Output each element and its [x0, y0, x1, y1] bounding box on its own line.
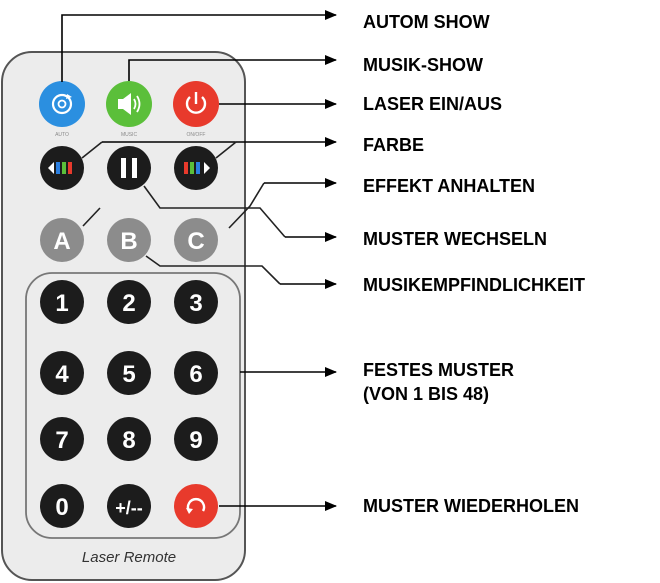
key-1-label: 1	[55, 290, 68, 317]
callout-line-musik-show	[128, 55, 337, 81]
label-autom-show: AUTOM SHOW	[363, 12, 490, 32]
callout-line-muster-a	[82, 207, 101, 227]
key-1[interactable]: 1	[40, 280, 84, 324]
color-prev-button[interactable]	[40, 146, 84, 190]
label-muster-wechseln: MUSTER WECHSELN	[363, 229, 547, 249]
onoff-small-label: ON/OFF	[187, 132, 206, 138]
key-6-label: 6	[189, 361, 202, 388]
button-c[interactable]: C	[174, 218, 218, 262]
key-2[interactable]: 2	[107, 280, 151, 324]
key-0[interactable]: 0	[40, 484, 84, 528]
pause-icon	[121, 158, 137, 178]
repeat-button[interactable]	[174, 484, 218, 528]
key-5-label: 5	[122, 361, 135, 388]
key-7[interactable]: 7	[40, 417, 84, 461]
music-small-label: MUSIC	[121, 132, 138, 138]
music-button[interactable]: MUSIC	[106, 81, 152, 138]
key-8[interactable]: 8	[107, 417, 151, 461]
label-musikempfindlichkeit: MUSIKEMPFINDLICHKEIT	[363, 275, 585, 295]
pause-button[interactable]	[107, 146, 151, 190]
button-b[interactable]: B	[107, 218, 151, 262]
label-festes-muster-line2: (VON 1 BIS 48)	[363, 384, 489, 404]
label-farbe: FARBE	[363, 135, 424, 155]
color-next-button[interactable]	[174, 146, 218, 190]
callout-line-effekt-start	[228, 182, 265, 229]
key-4-label: 4	[55, 361, 69, 388]
callout-line-farbe-left	[81, 141, 103, 159]
keypad-frame	[25, 272, 241, 539]
label-festes-muster-line1: FESTES MUSTER	[363, 360, 514, 380]
auto-cycle-icon	[51, 93, 73, 115]
button-c-label: C	[187, 228, 204, 255]
callout-line-muster-start	[143, 185, 286, 238]
label-effekt-anhalten: EFFEKT ANHALTEN	[363, 176, 535, 196]
key-5[interactable]: 5	[107, 351, 151, 395]
onoff-button[interactable]: ON/OFF	[173, 81, 219, 138]
button-b-label: B	[120, 228, 137, 255]
color-bars-right-icon	[184, 162, 210, 174]
key-6[interactable]: 6	[174, 351, 218, 395]
button-a-label: A	[53, 228, 70, 255]
key-3[interactable]: 3	[174, 280, 218, 324]
key-3-label: 3	[189, 290, 202, 317]
key-7-label: 7	[55, 427, 68, 454]
callout-line-musikempf-start	[145, 255, 281, 285]
callout-line-farbe-right	[215, 141, 237, 159]
key-8-label: 8	[122, 427, 135, 454]
key-plus-minus-label: +/--	[115, 498, 143, 518]
key-plus-minus[interactable]: +/--	[107, 484, 151, 528]
auto-small-label: AUTO	[55, 132, 69, 138]
brand-label: Laser Remote	[82, 549, 176, 566]
key-9-label: 9	[189, 427, 202, 454]
key-0-label: 0	[55, 494, 68, 521]
callout-line-autom-show	[61, 10, 337, 82]
key-2-label: 2	[122, 290, 135, 317]
label-laser-ein-aus: LASER EIN/AUS	[363, 94, 502, 114]
repeat-icon	[186, 498, 206, 514]
key-4[interactable]: 4	[40, 351, 84, 395]
color-bars-left-icon	[48, 162, 72, 174]
key-9[interactable]: 9	[174, 417, 218, 461]
speaker-icon	[118, 93, 141, 115]
power-icon	[185, 92, 207, 114]
button-a[interactable]: A	[40, 218, 84, 262]
label-muster-wiederholen: MUSTER WIEDERHOLEN	[363, 496, 579, 516]
auto-button[interactable]: AUTO	[39, 81, 85, 138]
label-musik-show: MUSIK-SHOW	[363, 55, 483, 75]
